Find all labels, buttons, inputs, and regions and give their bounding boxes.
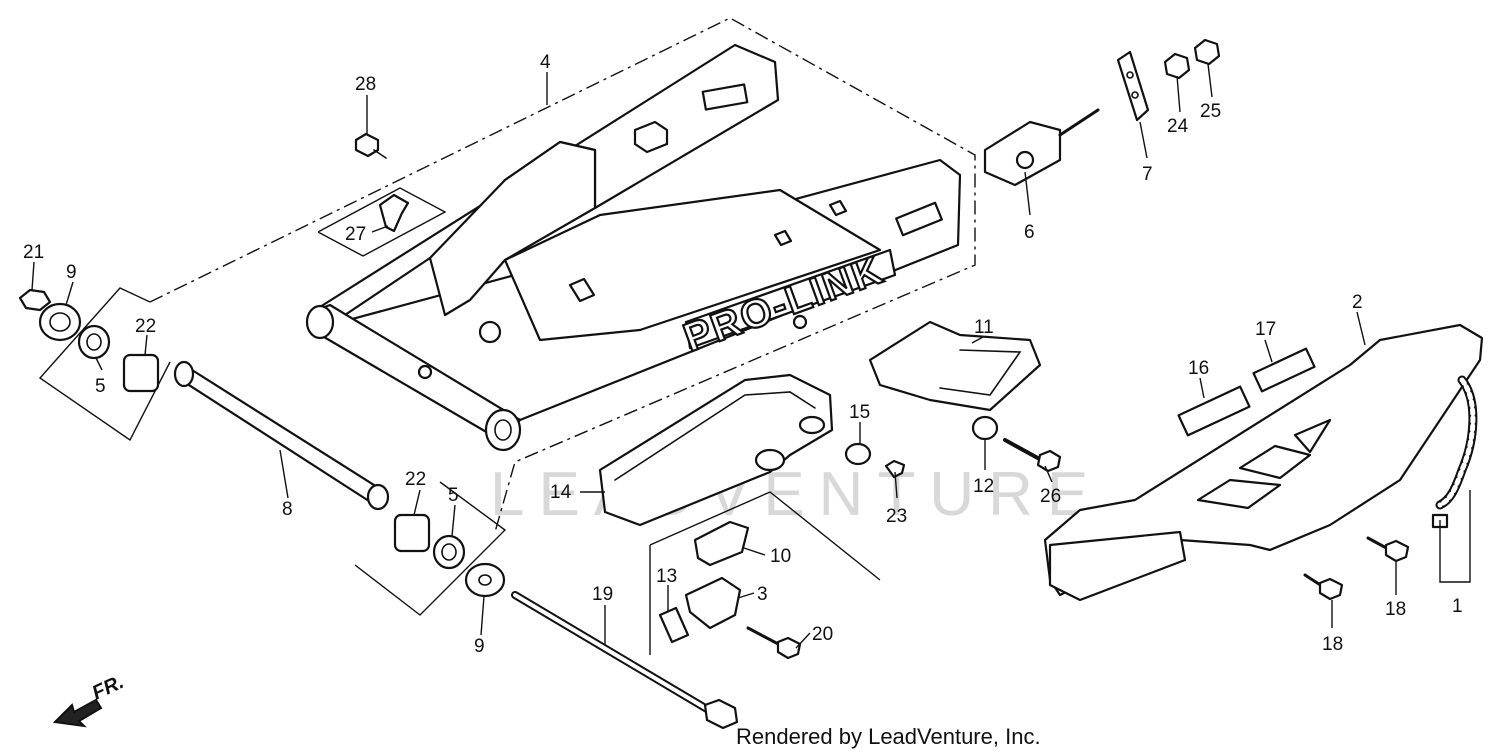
adjuster-plate[interactable] <box>1116 50 1150 122</box>
callout-5-right[interactable]: 5 <box>448 485 459 506</box>
callout-22-right[interactable]: 22 <box>405 469 426 490</box>
callout-15[interactable]: 15 <box>849 402 870 423</box>
callout-7[interactable]: 7 <box>1142 164 1153 185</box>
callout-1[interactable]: 1 <box>1452 596 1463 617</box>
right-pivot-hardware[interactable] <box>393 513 506 598</box>
callout-2[interactable]: 2 <box>1352 292 1363 313</box>
chain-slider[interactable] <box>598 373 834 527</box>
callout-5-left[interactable]: 5 <box>95 376 106 397</box>
leader-lines <box>31 63 1471 649</box>
left-pivot-hardware[interactable] <box>18 288 160 393</box>
bracket-3[interactable] <box>684 576 742 630</box>
chain-adjuster[interactable] <box>983 108 1100 187</box>
callout-3[interactable]: 3 <box>757 584 768 605</box>
bolt-26[interactable] <box>1003 438 1062 473</box>
bolt-20[interactable] <box>746 626 802 660</box>
label-17-decal <box>1252 347 1316 393</box>
callout-10[interactable]: 10 <box>770 546 791 567</box>
watermark: LEADVENTURE <box>490 460 1102 529</box>
callout-22-left[interactable]: 22 <box>135 316 156 337</box>
bolt-18-upper[interactable] <box>1366 536 1410 563</box>
callout-25[interactable]: 25 <box>1200 101 1221 122</box>
callout-28[interactable]: 28 <box>355 74 376 95</box>
collar-13[interactable] <box>658 606 690 644</box>
swingarm[interactable]: PRO-LINK <box>305 43 962 452</box>
bolt-28[interactable] <box>354 132 387 159</box>
callout-11[interactable]: 11 <box>974 317 994 338</box>
callout-19[interactable]: 19 <box>592 584 613 605</box>
long-bolt[interactable] <box>511 591 739 730</box>
callout-21[interactable]: 21 <box>23 242 44 263</box>
callout-18-lower[interactable]: 18 <box>1322 634 1343 655</box>
callout-24[interactable]: 24 <box>1167 116 1189 137</box>
slider-block-10[interactable] <box>693 520 750 567</box>
grease-fitting[interactable] <box>378 193 410 233</box>
callout-14[interactable]: 14 <box>550 482 572 503</box>
collar-15[interactable] <box>844 442 872 466</box>
bolt-18-lower[interactable] <box>1303 573 1344 601</box>
callout-6[interactable]: 6 <box>1024 222 1035 243</box>
nut-24[interactable] <box>1163 52 1191 80</box>
label-16-decal <box>1177 385 1251 437</box>
callout-4[interactable]: 4 <box>540 52 551 73</box>
callout-16[interactable]: 16 <box>1188 358 1209 379</box>
callout-23[interactable]: 23 <box>886 506 907 527</box>
front-label: FR. <box>89 671 127 705</box>
nut-25[interactable] <box>1193 38 1221 66</box>
swingarm-reference-outline <box>38 17 976 655</box>
callout-17[interactable]: 17 <box>1255 319 1276 340</box>
callout-27[interactable]: 27 <box>345 224 366 245</box>
callout-20[interactable]: 20 <box>812 624 833 645</box>
callout-26[interactable]: 26 <box>1040 486 1061 507</box>
callout-8[interactable]: 8 <box>282 499 293 520</box>
callout-9-left[interactable]: 9 <box>66 262 77 283</box>
callout-labels: 4 28 27 21 9 22 5 8 22 5 9 19 14 10 3 13… <box>23 52 1463 657</box>
callout-18-right[interactable]: 18 <box>1385 599 1406 620</box>
chain-guide[interactable] <box>868 320 1042 412</box>
callout-9-right[interactable]: 9 <box>474 636 485 657</box>
chain-guard[interactable] <box>1043 323 1484 602</box>
pivot-shaft[interactable] <box>173 360 390 511</box>
collar-12[interactable] <box>971 415 999 441</box>
callout-13[interactable]: 13 <box>656 566 677 587</box>
front-direction-indicator: FR. <box>52 671 127 728</box>
credit-text: Rendered by LeadVenture, Inc. <box>736 724 1041 749</box>
callout-12[interactable]: 12 <box>973 476 994 497</box>
bolt-23[interactable] <box>884 459 906 479</box>
front-arrow-icon <box>52 698 103 728</box>
